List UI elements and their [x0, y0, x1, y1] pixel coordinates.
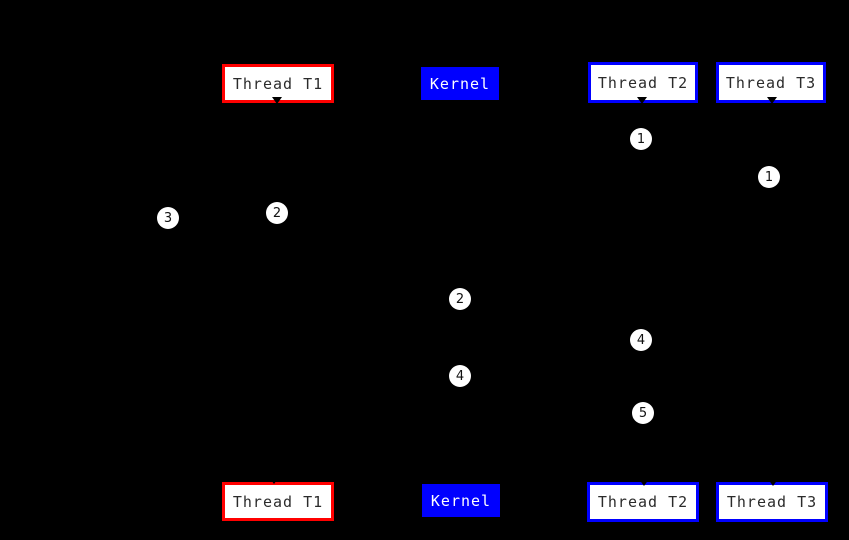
arrowhead-icon — [269, 477, 279, 484]
box-kernel-bottom: Kernel — [422, 484, 500, 517]
event-marker-5: 5 — [632, 402, 654, 424]
arrowhead-icon — [272, 97, 282, 104]
event-marker-4: 4 — [449, 365, 471, 387]
box-kernel-top: Kernel — [421, 67, 499, 100]
event-marker-1: 1 — [758, 166, 780, 188]
arrowhead-icon — [767, 97, 777, 104]
box-thread-t1-top: Thread T1 — [222, 64, 334, 103]
event-marker-2: 2 — [266, 202, 288, 224]
arrowhead-icon — [639, 479, 649, 486]
event-marker-4: 4 — [630, 329, 652, 351]
event-marker-2: 2 — [449, 288, 471, 310]
event-marker-3: 3 — [157, 207, 179, 229]
event-marker-1: 1 — [630, 128, 652, 150]
box-thread-t2-top: Thread T2 — [588, 62, 698, 103]
box-thread-t1-bottom: Thread T1 — [222, 482, 334, 521]
arrowhead-icon — [637, 97, 647, 104]
arrowhead-icon — [768, 479, 778, 486]
